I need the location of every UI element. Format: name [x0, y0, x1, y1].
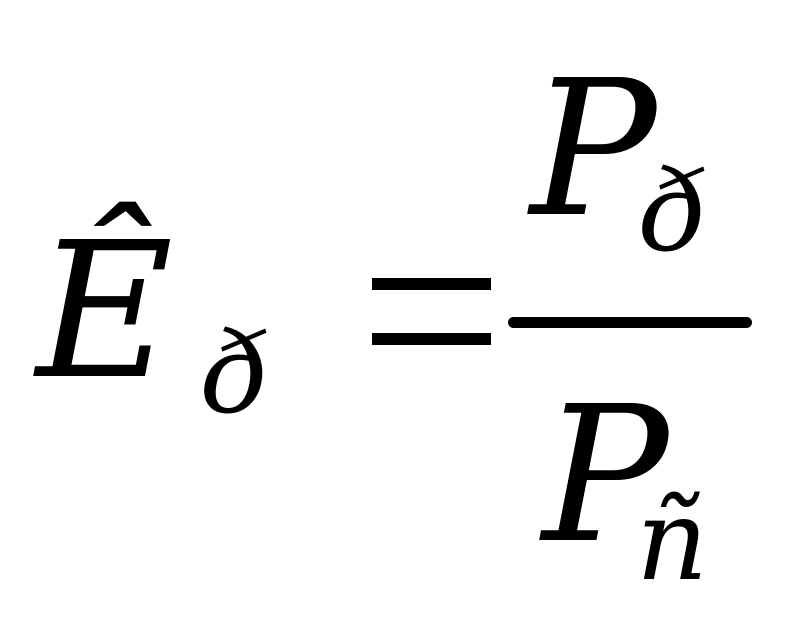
lhs-subscript: ð	[202, 309, 270, 439]
lhs-symbol: Ê	[36, 202, 174, 421]
equals-bar-top	[372, 278, 491, 290]
denominator-subscript: ñ	[636, 476, 709, 606]
equals-bar-bottom	[372, 333, 491, 345]
equals-sign	[372, 278, 491, 345]
denominator-symbol: P	[542, 366, 669, 585]
numerator-symbol: P	[530, 40, 657, 259]
numerator-subscript: ð	[640, 147, 708, 277]
fraction-bar	[508, 317, 752, 328]
